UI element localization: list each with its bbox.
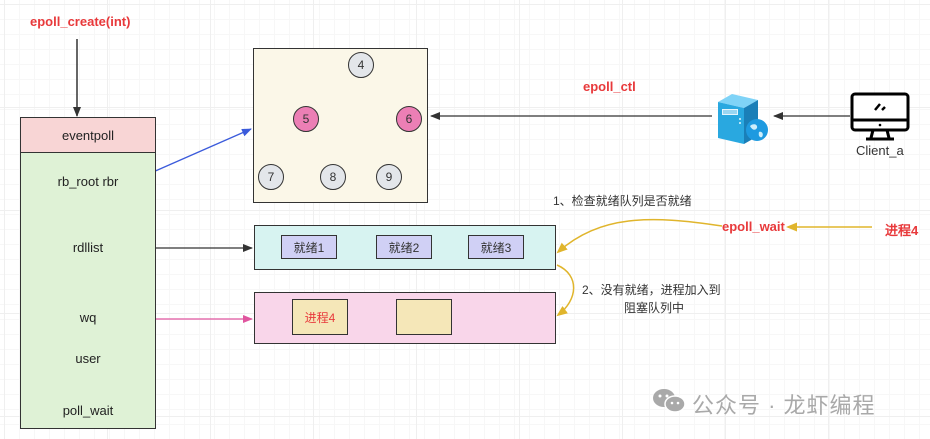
watermark: 公众号 · 龙虾编程 xyxy=(652,388,876,420)
tree-node: 5 xyxy=(293,106,319,132)
process4-caller-label: 进程4 xyxy=(885,223,919,238)
server-globe-icon xyxy=(714,88,770,144)
tree-node: 8 xyxy=(320,164,346,190)
wait-item-process4: 进程4 xyxy=(292,299,348,335)
desktop-monitor-icon xyxy=(849,92,911,142)
epoll-create-label: epoll_create(int) xyxy=(30,14,131,29)
step1-note: 1、检查就绪队列是否就绪 xyxy=(553,194,692,208)
field-user: user xyxy=(75,351,101,366)
wait-to-ready-curve xyxy=(556,218,723,254)
step2-note-line2: 阻塞队列中 xyxy=(624,301,685,315)
wechat-icon xyxy=(652,388,686,420)
epoll-ctl-label: epoll_ctl xyxy=(583,79,636,94)
tree-node: 4 xyxy=(348,52,374,78)
epoll-wait-label: epoll_wait xyxy=(722,219,785,234)
step2-note-line1: 2、没有就绪，进程加入到 xyxy=(582,283,721,297)
tree-node: 7 xyxy=(258,164,284,190)
tree-node: 9 xyxy=(376,164,402,190)
ready-item: 就绪3 xyxy=(468,235,524,259)
ready-to-wait-curve xyxy=(556,264,575,317)
eventpoll-struct: eventpoll rb_root rbr rdllist wq user po… xyxy=(20,117,156,429)
field-wq: wq xyxy=(79,310,97,325)
eventpoll-header: eventpoll xyxy=(21,118,155,153)
ready-list: 就绪1 就绪2 就绪3 xyxy=(254,225,556,270)
rb-tree-box: 4 5 6 7 8 9 xyxy=(253,48,428,203)
ready-item: 就绪1 xyxy=(281,235,337,259)
field-rdllist: rdllist xyxy=(72,240,104,255)
client-label: Client_a xyxy=(856,143,904,158)
wait-queue: 进程4 xyxy=(254,292,556,344)
tree-node: 6 xyxy=(396,106,422,132)
watermark-text: 公众号 · 龙虾编程 xyxy=(692,393,876,418)
ready-item: 就绪2 xyxy=(376,235,432,259)
wait-item-empty xyxy=(396,299,452,335)
field-rbr: rb_root rbr xyxy=(57,174,119,189)
field-poll-wait: poll_wait xyxy=(62,403,114,418)
